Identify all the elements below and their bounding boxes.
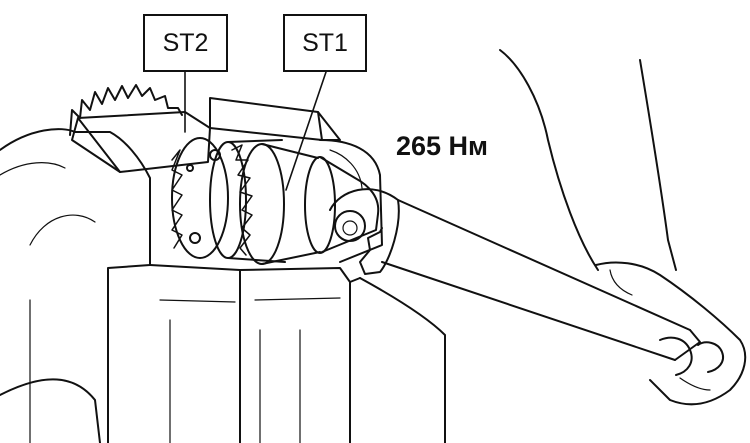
vise-body <box>0 128 446 443</box>
leader-line-st1 <box>285 71 327 191</box>
label-st2: ST2 <box>143 14 228 72</box>
vise-jaw-left <box>71 111 211 173</box>
arm-and-hand <box>499 49 747 406</box>
gear-assembly <box>171 137 286 263</box>
vise-jaw-right <box>209 97 383 263</box>
serrated-gear <box>69 84 183 136</box>
torque-wrench <box>329 188 701 361</box>
label-st1: ST1 <box>283 14 367 72</box>
st1-socket <box>239 143 380 265</box>
torque-value-label: 265 Нм <box>396 131 489 161</box>
